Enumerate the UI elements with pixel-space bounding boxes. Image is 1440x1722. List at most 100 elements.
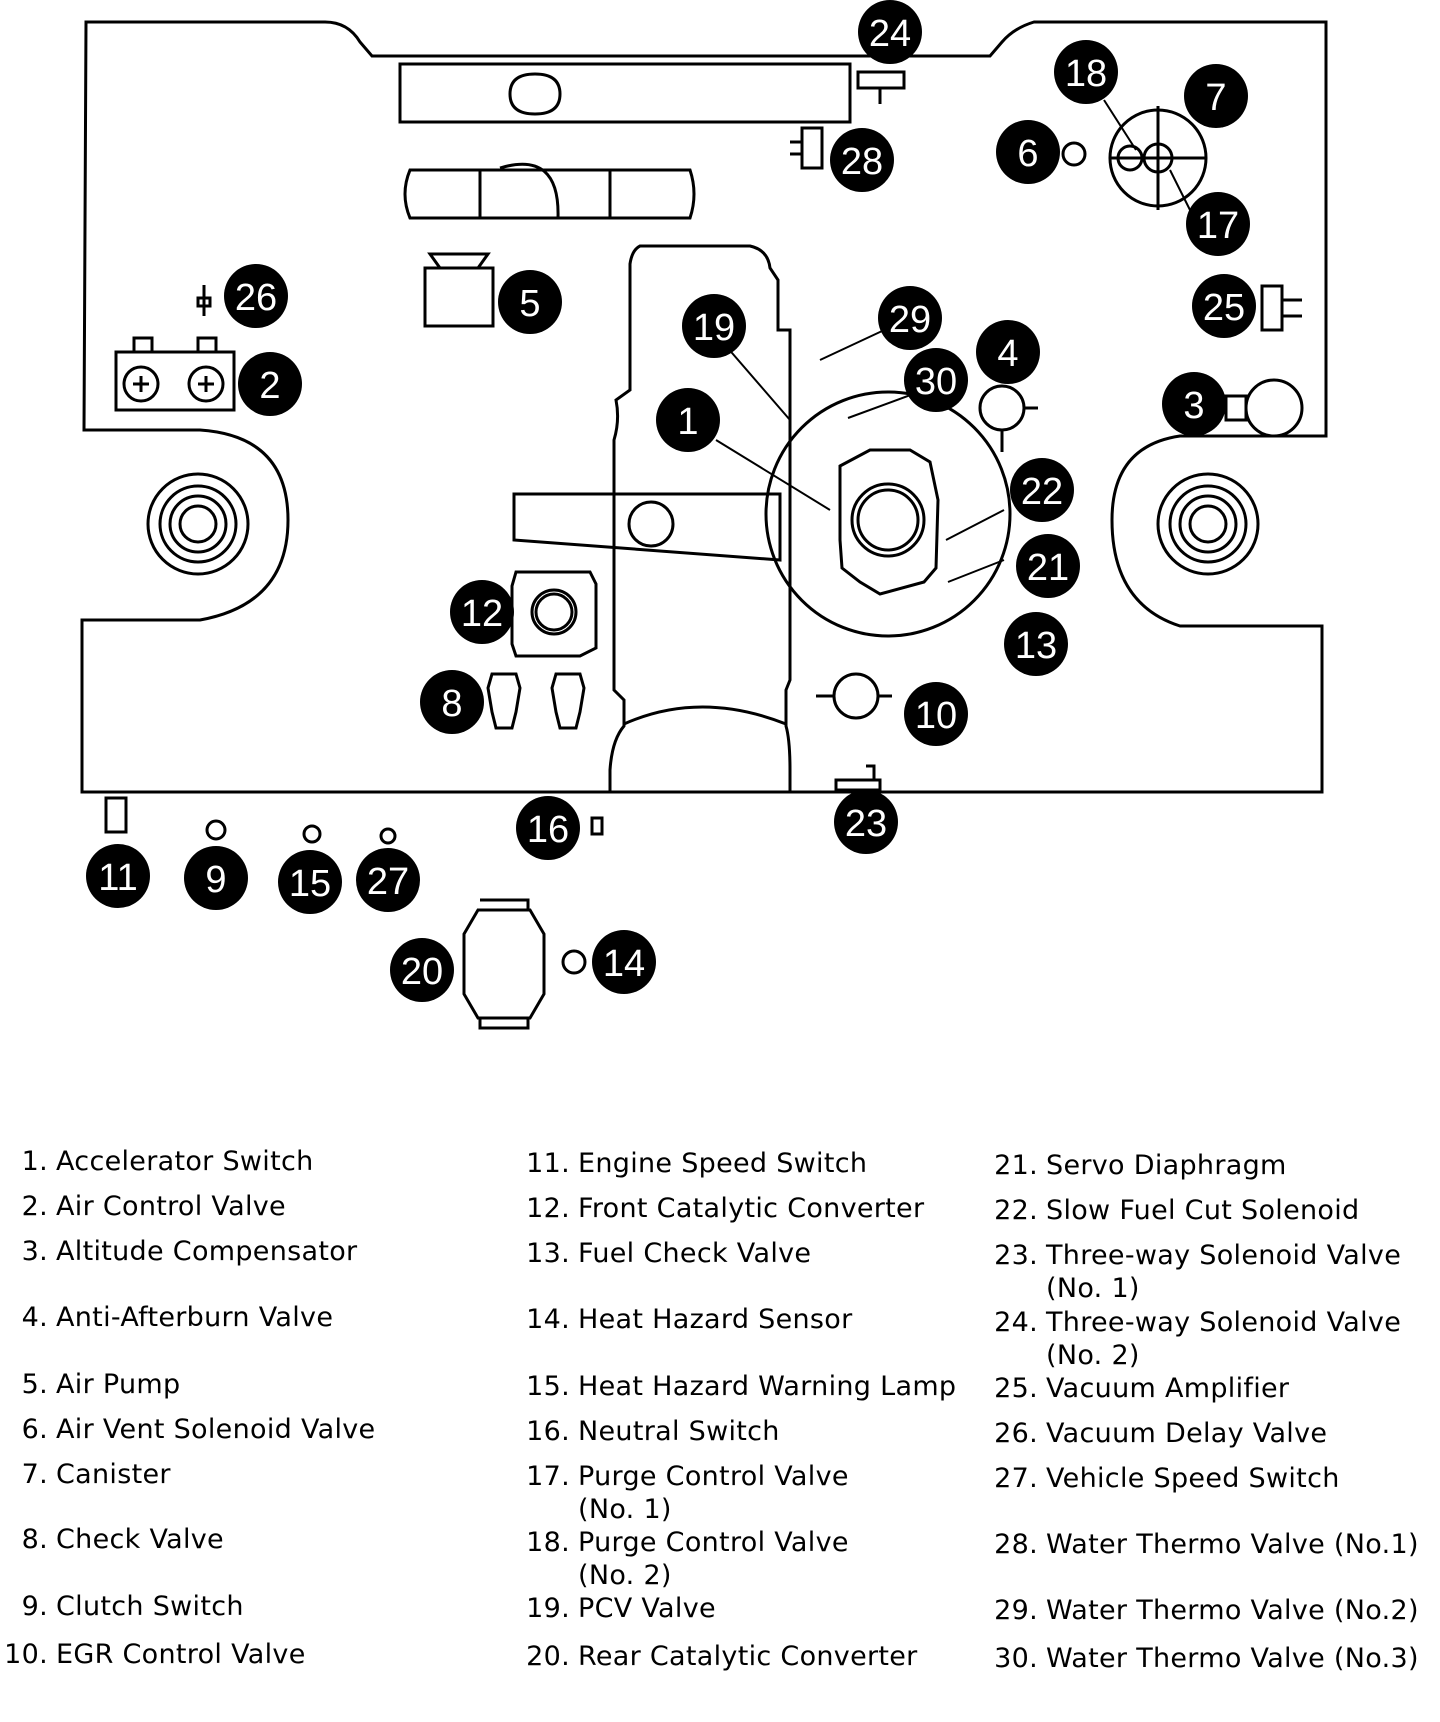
callout-24: 24 (858, 0, 922, 64)
svg-text:23: 23 (845, 803, 887, 845)
legend-item-21: 21.Servo Diaphragm (994, 1150, 1287, 1181)
legend-item-19: 19.PCV Valve (526, 1593, 716, 1624)
air-pump-shape (423, 252, 495, 328)
callout-10: 10 (904, 682, 968, 746)
legend-item-22: 22.Slow Fuel Cut Solenoid (994, 1195, 1360, 1226)
legend-item-15: 15.Heat Hazard Warning Lamp (526, 1371, 957, 1402)
svg-text:4: 4 (997, 333, 1018, 375)
legend-item-20: 20.Rear Catalytic Converter (526, 1641, 918, 1672)
svg-text:15: 15 (289, 863, 331, 905)
svg-text:30: 30 (915, 361, 957, 403)
callout-19: 19 (682, 294, 746, 358)
legend-item-5: 5.Air Pump (21, 1369, 181, 1400)
legend-item-7: 7.Canister (21, 1459, 171, 1490)
svg-text:20: 20 (401, 951, 443, 993)
intake-hose (403, 162, 696, 220)
legend-item-4: 4.Anti-Afterburn Valve (21, 1302, 334, 1333)
front-catalytic-converter-shape (510, 570, 598, 658)
svg-text:28: 28 (841, 141, 883, 183)
radiator-cap (508, 72, 562, 116)
legend-item-27: 27.Vehicle Speed Switch (994, 1463, 1340, 1494)
vehicle-speed-switch-shape (379, 827, 397, 845)
callout-17: 17 (1186, 192, 1250, 256)
svg-text:10: 10 (915, 695, 957, 737)
water-thermo-valve-28-shape (790, 126, 824, 170)
svg-text:7: 7 (1205, 77, 1226, 119)
svg-text:3: 3 (1183, 385, 1204, 427)
callout-27: 27 (356, 848, 420, 912)
legend-item-8: 8.Check Valve (21, 1524, 224, 1555)
svg-text:17: 17 (1197, 205, 1239, 247)
legend-item-11: 11.Engine Speed Switch (526, 1148, 868, 1179)
callout-29: 29 (878, 286, 942, 350)
legend-item-2: 2.Air Control Valve (21, 1191, 286, 1222)
svg-text:19: 19 (693, 307, 735, 349)
callout-6: 6 (996, 120, 1060, 184)
svg-text:6: 6 (1017, 133, 1038, 175)
legend-item-9: 9.Clutch Switch (21, 1591, 244, 1622)
legend-item-24: 24.Three-way Solenoid Valve(No. 2) (994, 1307, 1402, 1371)
altitude-compensator-shape (1224, 378, 1304, 438)
engine-bay-outline (80, 20, 1328, 794)
check-valve-shapes (486, 672, 586, 730)
callout-5: 5 (498, 270, 562, 334)
svg-text:12: 12 (461, 593, 503, 635)
svg-text:29: 29 (889, 299, 931, 341)
callout-14: 14 (592, 930, 656, 994)
svg-text:1: 1 (677, 401, 698, 443)
legend-item-18: 18.Purge Control Valve(No. 2) (526, 1527, 849, 1591)
svg-text:9: 9 (205, 859, 226, 901)
heat-hazard-lamp-shape (302, 824, 322, 844)
callout-28: 28 (830, 128, 894, 192)
callout-20: 20 (390, 938, 454, 1002)
callout-2: 2 (238, 352, 302, 416)
left-wheel (146, 472, 250, 576)
svg-text:24: 24 (869, 13, 911, 55)
svg-text:26: 26 (235, 277, 277, 319)
callout-1: 1 (656, 388, 720, 452)
callout-30: 30 (904, 348, 968, 412)
svg-text:2: 2 (259, 365, 280, 407)
legend-item-23: 23.Three-way Solenoid Valve(No. 1) (994, 1240, 1402, 1304)
legend-item-29: 29.Water Thermo Valve (No.2) (994, 1595, 1419, 1626)
component-legend: 1.Accelerator Switch 2.Air Control Valve… (0, 1135, 1440, 1695)
callout-4: 4 (976, 320, 1040, 384)
svg-text:11: 11 (98, 857, 137, 899)
callout-26: 26 (224, 264, 288, 328)
legend-item-28: 28.Water Thermo Valve (No.1) (994, 1529, 1419, 1560)
callout-7: 7 (1184, 64, 1248, 128)
clutch-switch-shape (205, 819, 227, 841)
svg-text:14: 14 (603, 943, 645, 985)
carburetor-body (838, 448, 940, 596)
legend-item-17: 17.Purge Control Valve(No. 1) (526, 1461, 849, 1525)
vacuum-amplifier-shape (1260, 284, 1302, 332)
legend-item-6: 6.Air Vent Solenoid Valve (21, 1414, 376, 1445)
vacuum-delay-valve-shape (196, 285, 212, 316)
legend-item-14: 14.Heat Hazard Sensor (526, 1304, 853, 1335)
engine-block (608, 244, 792, 794)
engine-speed-switch-shape (104, 796, 128, 834)
neutral-switch-shape (590, 816, 604, 836)
legend-item-1: 1.Accelerator Switch (21, 1146, 314, 1177)
legend-item-12: 12.Front Catalytic Converter (526, 1193, 925, 1224)
rear-catalytic-converter-shape (462, 898, 546, 1030)
distributor (627, 500, 675, 548)
legend-item-10: 10.EGR Control Valve (4, 1639, 306, 1670)
legend-item-30: 30.Water Thermo Valve (No.3) (994, 1643, 1419, 1674)
callout-16: 16 (516, 796, 580, 860)
callout-11: 11 (86, 844, 150, 908)
heat-hazard-sensor-shape (561, 949, 587, 975)
callout-3: 3 (1162, 372, 1226, 436)
svg-text:25: 25 (1203, 287, 1245, 329)
callout-21: 21 (1016, 534, 1080, 598)
transmission-outline (512, 492, 782, 562)
callout-12: 12 (450, 580, 514, 644)
callout-23: 23 (834, 790, 898, 854)
svg-text:21: 21 (1027, 547, 1069, 589)
svg-text:27: 27 (367, 861, 409, 903)
legend-item-26: 26.Vacuum Delay Valve (994, 1418, 1328, 1449)
callout-8: 8 (420, 670, 484, 734)
svg-text:18: 18 (1065, 53, 1107, 95)
svg-text:5: 5 (519, 283, 540, 325)
radiator (398, 62, 852, 124)
